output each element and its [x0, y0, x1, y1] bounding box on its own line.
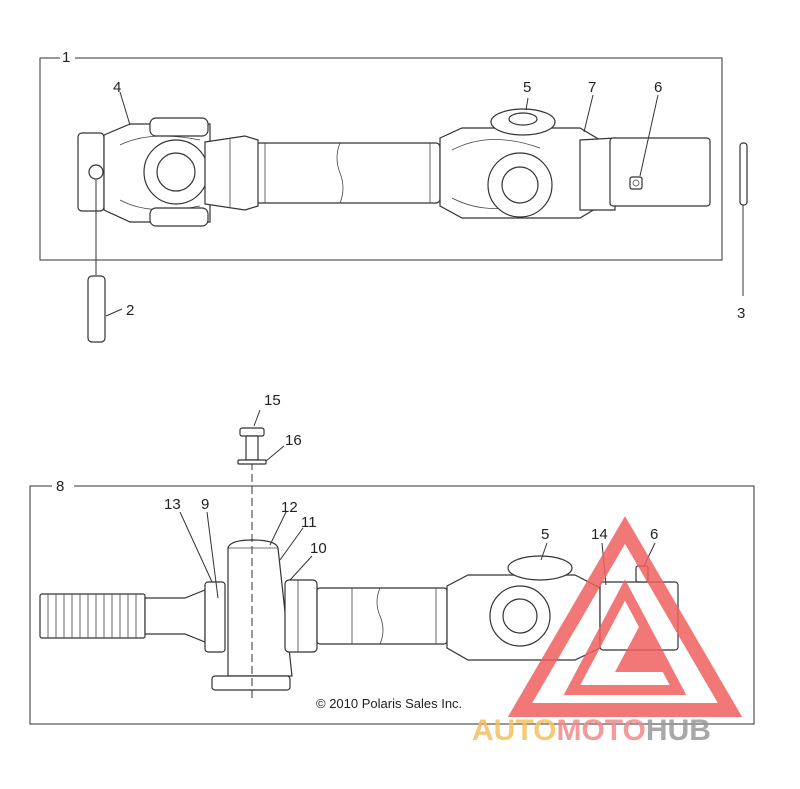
logo-triangle-icon	[507, 516, 743, 717]
callout-15: 15	[264, 392, 281, 409]
callout-3: 3	[737, 305, 745, 322]
logo-moto: MOTO	[556, 714, 645, 747]
callout-11: 11	[301, 514, 317, 531]
callout-1: 1	[62, 49, 70, 66]
logo-text-auto: AUTOMOTOHUB	[472, 714, 711, 747]
callout-2: 2	[126, 302, 134, 319]
callout-6: 6	[654, 79, 662, 96]
callout-12: 12	[281, 499, 298, 516]
bolt-15	[239, 409, 265, 461]
pin-3	[739, 142, 748, 296]
right-yoke	[439, 108, 711, 219]
lower-frame	[29, 485, 755, 725]
lower-shaft	[316, 587, 448, 645]
callout-7: 7	[588, 79, 596, 96]
copyright-text: © 2010 Polaris Sales Inc.	[316, 696, 462, 711]
callout-14: 14	[591, 526, 608, 543]
callout-8: 8	[56, 478, 64, 495]
callout-10: 10	[310, 540, 327, 557]
left-yoke	[77, 117, 259, 227]
callout-6-lower: 6	[650, 526, 658, 543]
callout-4: 4	[113, 79, 121, 96]
upper-assembly	[39, 57, 723, 275]
logo-auto: AUTO	[472, 714, 556, 747]
callout-9: 9	[201, 496, 209, 513]
bearing-support	[211, 462, 318, 700]
splined-shaft	[39, 581, 226, 653]
watermark-logo: AUTOMOTOHUB	[472, 516, 743, 747]
callout-5-lower: 5	[541, 526, 549, 543]
washer-16	[237, 445, 285, 465]
upper-frame	[39, 57, 723, 261]
logo-hub: HUB	[646, 714, 711, 747]
callout-13: 13	[164, 496, 181, 513]
callout-16: 16	[285, 432, 302, 449]
lower-assembly	[29, 462, 755, 725]
callout-5: 5	[523, 79, 531, 96]
pin-2	[87, 275, 123, 343]
upper-shaft	[254, 142, 441, 204]
